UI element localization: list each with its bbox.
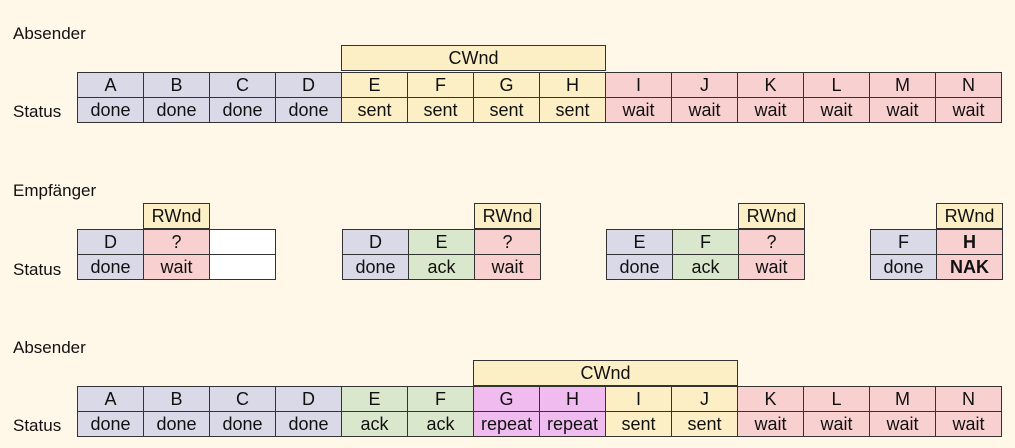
top-sender-segment-cell: A — [77, 72, 144, 98]
bottom-sender-status-cell: repeat — [473, 411, 540, 437]
top-sender-segment-cell: B — [143, 72, 210, 98]
top-sender-cwnd-header: CWnd — [341, 45, 606, 71]
bottom-sender-segment-cell: M — [869, 386, 936, 412]
top-sender-segment-cell: N — [935, 72, 1002, 98]
top-sender-status-cell: done — [77, 97, 144, 123]
top-sender-segment-cell: M — [869, 72, 936, 98]
bottom-sender-status-cell: done — [143, 411, 210, 437]
top-sender-segment-cell: L — [803, 72, 870, 98]
receiver-status-cell: ack — [408, 254, 475, 280]
receiver-segment-cell: ? — [474, 229, 541, 255]
receiver-segment-cell: E — [408, 229, 475, 255]
bottom-sender-segment-cell: B — [143, 386, 210, 412]
bottom-sender-segment-cell: N — [935, 386, 1002, 412]
receiver-segment-cell: H — [936, 229, 1003, 255]
top-sender-status-cell: wait — [803, 97, 870, 123]
top-sender-segment-cell: H — [539, 72, 606, 98]
receiver-title: Empfänger — [13, 181, 97, 200]
receiver-status-cell: done — [870, 254, 937, 280]
bottom-sender-status-cell: sent — [671, 411, 738, 437]
top-sender-segment-cell: J — [671, 72, 738, 98]
receiver-segment-cell: ? — [143, 229, 210, 255]
receiver-segment-cell: E — [606, 229, 673, 255]
bottom-sender-segment-cell: G — [473, 386, 540, 412]
bottom-sender-status-cell: wait — [935, 411, 1002, 437]
receiver-status-cell: wait — [738, 254, 805, 280]
receiver-rwnd-header: RWnd — [738, 203, 805, 229]
bottom-sender-status-cell: done — [209, 411, 276, 437]
receiver-status-cell: NAK — [936, 254, 1003, 280]
top-sender-segment-cell: K — [737, 72, 804, 98]
bottom-sender-status-cell: done — [77, 411, 144, 437]
receiver-status-cell — [209, 254, 276, 280]
receiver-segment-cell: D — [77, 229, 144, 255]
receiver-status-cell: done — [606, 254, 673, 280]
receiver-segment-cell: D — [342, 229, 409, 255]
bottom-sender-segment-cell: E — [341, 386, 408, 412]
top-sender-segment-cell: E — [341, 72, 408, 98]
bottom-sender-cwnd-header: CWnd — [473, 360, 738, 386]
bottom-sender-status-cell: wait — [803, 411, 870, 437]
top-sender-segment-cell: F — [407, 72, 474, 98]
bottom-sender-status-cell: ack — [341, 411, 408, 437]
top-sender-status-cell: done — [209, 97, 276, 123]
receiver-rwnd-header: RWnd — [143, 203, 210, 229]
bottom-sender-segment-cell: A — [77, 386, 144, 412]
top-sender-status-cell: wait — [605, 97, 672, 123]
sender-title-bottom: Absender — [13, 338, 86, 357]
receiver-rwnd-header: RWnd — [474, 203, 541, 229]
top-sender-status-cell: done — [143, 97, 210, 123]
receiver-segment-cell — [209, 229, 276, 255]
bottom-sender-segment-cell: J — [671, 386, 738, 412]
bottom-sender-segment-cell: L — [803, 386, 870, 412]
bottom-sender-status-cell: sent — [605, 411, 672, 437]
bottom-sender-segment-cell: K — [737, 386, 804, 412]
receiver-rwnd-header: RWnd — [936, 203, 1003, 229]
bottom-sender-status-cell: done — [275, 411, 342, 437]
bottom-sender-segment-cell: F — [407, 386, 474, 412]
sender-title-top: Absender — [13, 24, 86, 43]
bottom-sender-status-cell: wait — [737, 411, 804, 437]
bottom-sender-status-cell: wait — [869, 411, 936, 437]
top-sender-status-cell: sent — [407, 97, 474, 123]
receiver-status-cell: done — [77, 254, 144, 280]
top-sender-status-cell: done — [275, 97, 342, 123]
top-sender-status-cell: wait — [737, 97, 804, 123]
bottom-sender-segment-cell: C — [209, 386, 276, 412]
receiver-segment-cell: ? — [738, 229, 805, 255]
status-label-top: Status — [13, 102, 62, 121]
receiver-segment-cell: F — [870, 229, 937, 255]
receiver-segment-cell: F — [672, 229, 739, 255]
bottom-sender-segment-cell: H — [539, 386, 606, 412]
top-sender-status-cell: sent — [539, 97, 606, 123]
bottom-sender-status-cell: ack — [407, 411, 474, 437]
top-sender-status-cell: sent — [473, 97, 540, 123]
top-sender-segment-cell: G — [473, 72, 540, 98]
bottom-sender-segment-cell: I — [605, 386, 672, 412]
receiver-status-cell: wait — [474, 254, 541, 280]
top-sender-status-cell: wait — [671, 97, 738, 123]
bottom-sender-status-cell: repeat — [539, 411, 606, 437]
receiver-status-cell: wait — [143, 254, 210, 280]
top-sender-segment-cell: C — [209, 72, 276, 98]
bottom-sender-segment-cell: D — [275, 386, 342, 412]
top-sender-segment-cell: I — [605, 72, 672, 98]
receiver-status-cell: done — [342, 254, 409, 280]
top-sender-status-cell: sent — [341, 97, 408, 123]
receiver-status-cell: ack — [672, 254, 739, 280]
top-sender-segment-cell: D — [275, 72, 342, 98]
top-sender-status-cell: wait — [869, 97, 936, 123]
status-label-receiver: Status — [13, 260, 62, 279]
status-label-bottom: Status — [13, 416, 62, 435]
top-sender-status-cell: wait — [935, 97, 1002, 123]
